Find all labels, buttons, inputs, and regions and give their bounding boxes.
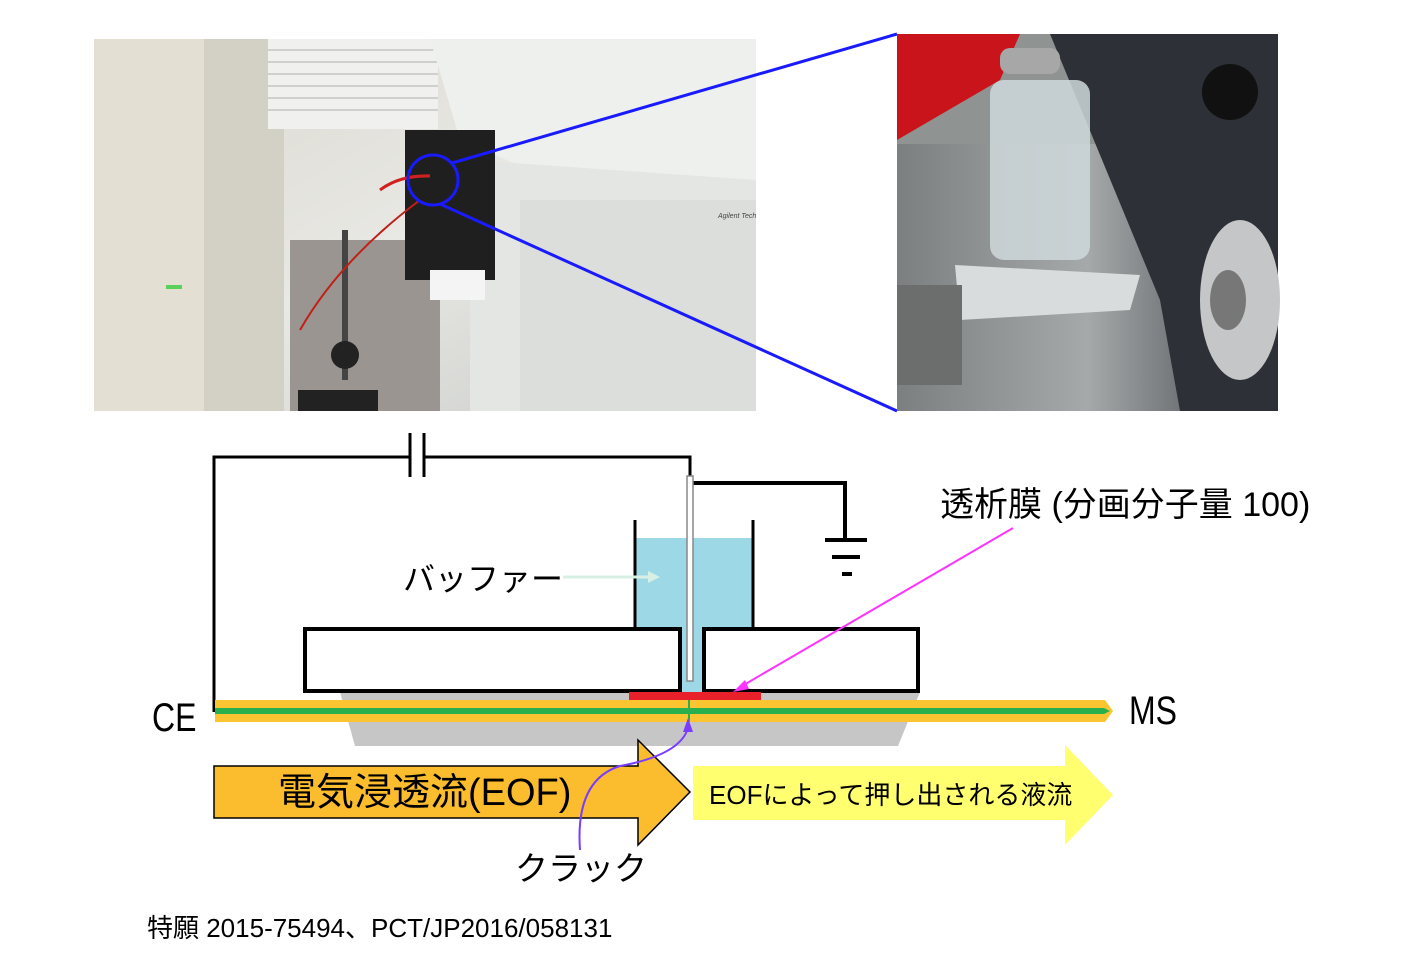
ground-wire — [693, 481, 847, 540]
zoom-circle — [406, 153, 460, 207]
buffer-pointer-head — [648, 571, 660, 583]
closeup-photo — [897, 34, 1280, 411]
brand-label: Agilent Tech — [717, 213, 756, 220]
dialysis-membrane — [629, 692, 761, 700]
zoom-line-top — [451, 32, 898, 165]
ce-label: CE — [152, 696, 197, 740]
membrane-label: 透析膜 (分画分子量 100) — [940, 486, 1311, 524]
pushed-flow-label: EOFによって押し出される液流 — [709, 780, 1073, 810]
circuit-wire — [212, 455, 692, 712]
crack-pointer-head — [683, 718, 693, 732]
eof-label: 電気浸透流(EOF) — [278, 772, 572, 814]
lab-setup-photo: Agilent Tech — [94, 39, 756, 411]
patent-number: 特願 2015-75494、PCT/JP2016/058131 — [147, 913, 613, 943]
membrane-pointer — [741, 527, 1014, 687]
crack-pointer — [578, 727, 689, 851]
electrode — [686, 475, 694, 682]
block-right — [702, 627, 920, 693]
capillary-flow-line — [215, 708, 1110, 714]
pushed-flow-arrow — [693, 745, 1113, 845]
buffer-label: バッファー — [403, 561, 564, 597]
ms-label: MS — [1129, 689, 1177, 733]
buffer-liquid — [636, 538, 753, 628]
membrane-pointer-head — [733, 680, 749, 692]
crack-label: クラック — [515, 850, 647, 887]
zoom-line-bottom — [439, 202, 898, 413]
block-left — [303, 627, 682, 693]
ground-icon — [825, 538, 867, 576]
